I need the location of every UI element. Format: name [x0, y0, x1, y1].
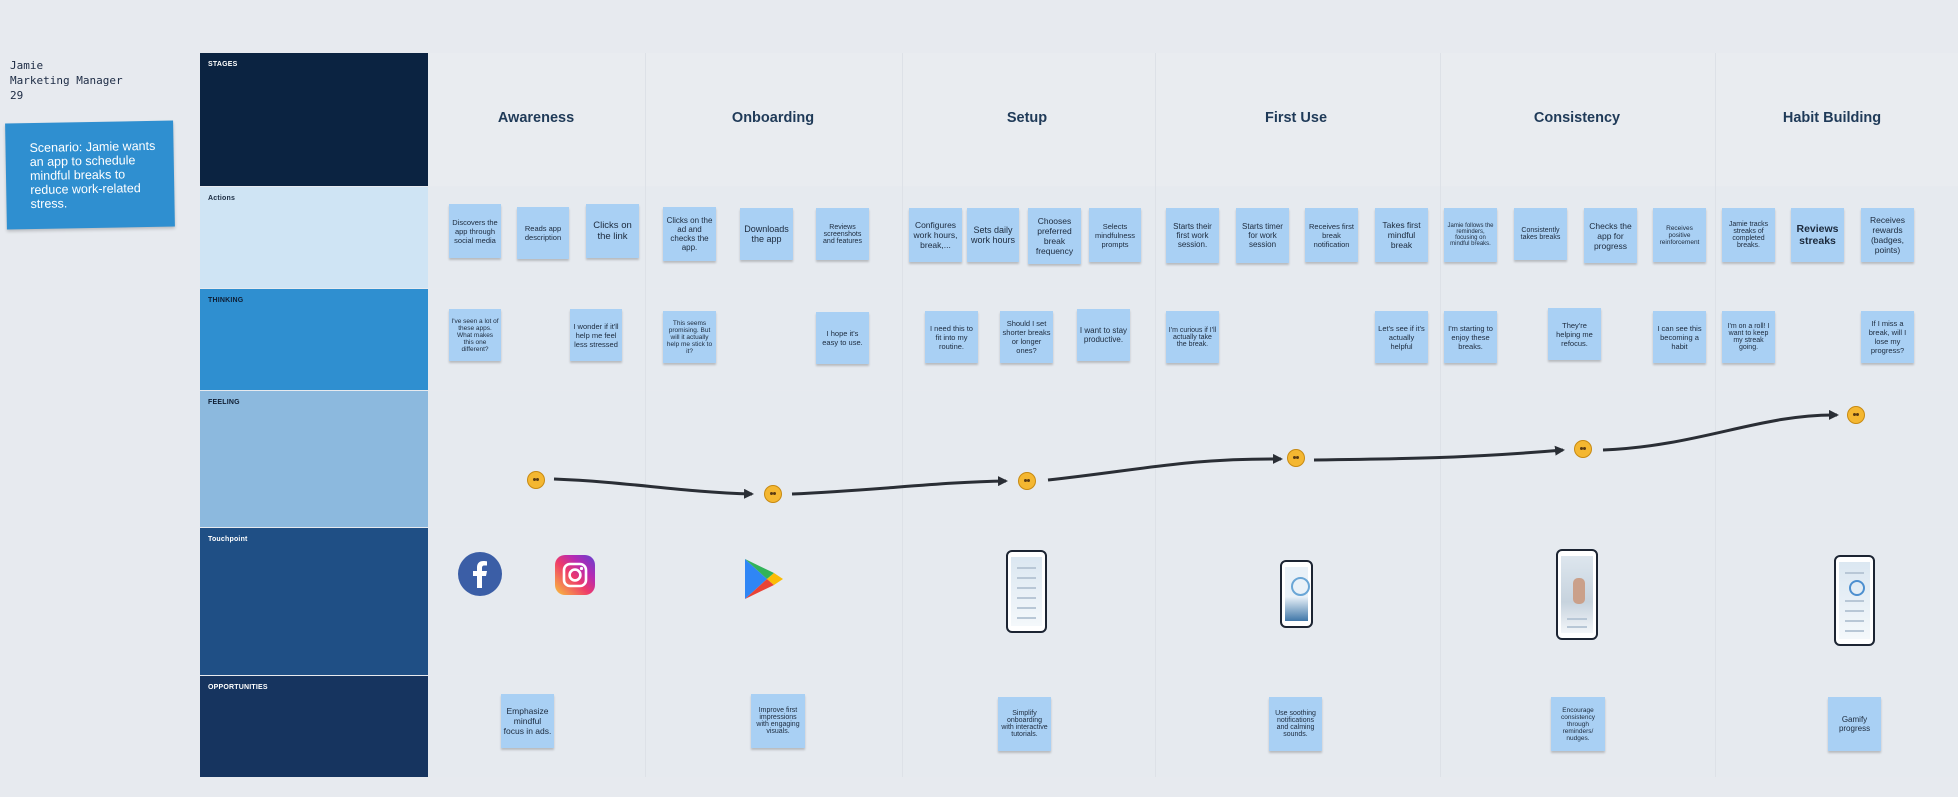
action-sticky[interactable]: Sets daily work hours	[967, 208, 1019, 262]
thought-sticky[interactable]: I'm curious if I'll actually take the br…	[1166, 311, 1219, 363]
action-sticky[interactable]: Takes first mindful break	[1375, 208, 1428, 262]
row-label-touchpoint: Touchpoint	[208, 536, 248, 543]
action-sticky[interactable]: Receives rewards (badges, points)	[1861, 208, 1914, 262]
column-divider	[1440, 53, 1441, 777]
column-divider	[902, 53, 903, 777]
scenario-text: Scenario: Jamie wants an app to schedule…	[29, 138, 156, 212]
monocle-face-emoji-icon	[1018, 472, 1036, 490]
phone-setup-screen-icon	[1006, 550, 1047, 633]
opportunity-sticky[interactable]: Use soothing notifications and calming s…	[1269, 697, 1322, 751]
opportunity-sticky[interactable]: Emphasize mindful focus in ads.	[501, 694, 554, 748]
stage-awareness: Awareness	[497, 110, 575, 126]
row-feeling: FEELING	[200, 391, 428, 527]
google-play-logo-icon	[743, 557, 785, 601]
phone-exercise-screen-icon	[1556, 549, 1598, 640]
thinking-face-emoji-icon	[527, 471, 545, 489]
opportunity-sticky[interactable]: Gamify progress	[1828, 697, 1881, 751]
lane-touchpoint	[428, 528, 1958, 675]
opportunity-sticky[interactable]: Simplify onboarding with interactive tut…	[998, 697, 1051, 751]
instagram-logo-icon	[555, 555, 595, 595]
row-label-actions: Actions	[208, 195, 236, 202]
stage-consistency: Consistency	[1533, 110, 1621, 126]
action-sticky[interactable]: Jamie follows the reminders, focusing on…	[1444, 208, 1497, 262]
smiling-face-emoji-icon	[1287, 449, 1305, 467]
hugging-face-emoji-icon	[1574, 440, 1592, 458]
action-sticky[interactable]: Selects mindfulness prompts	[1089, 208, 1141, 262]
action-sticky[interactable]: Chooses preferred break frequency	[1028, 208, 1081, 264]
action-sticky[interactable]: Reads app description	[517, 207, 569, 259]
relieved-face-emoji-icon	[1847, 406, 1865, 424]
column-divider	[645, 53, 646, 777]
persona-name: Jamie	[10, 59, 44, 72]
column-divider	[1715, 53, 1716, 777]
phone-progress-screen-icon	[1834, 555, 1875, 646]
thought-sticky[interactable]: Let's see if it's actually helpful	[1375, 311, 1428, 363]
thought-sticky[interactable]: I'm on a roll! I want to keep my streak …	[1722, 311, 1775, 363]
action-sticky[interactable]: Checks the app for progress	[1584, 208, 1637, 263]
row-actions: Actions	[200, 187, 428, 288]
action-sticky[interactable]: Receives positive reinforcement	[1653, 208, 1706, 262]
thought-sticky[interactable]: I can see this becoming a habit	[1653, 311, 1706, 363]
row-opportunities: OPPORTUNITIES	[200, 676, 428, 777]
action-sticky[interactable]: Discovers the app through social media	[449, 204, 501, 258]
action-sticky[interactable]: Clicks on the ad and checks the app.	[663, 207, 716, 261]
row-thinking: THINKING	[200, 289, 428, 390]
row-label-stages: STAGES	[208, 61, 238, 68]
persona-role: Marketing Manager	[10, 74, 123, 87]
lane-feeling	[428, 391, 1958, 527]
row-label-thinking: THINKING	[208, 297, 244, 304]
thought-sticky[interactable]: I wonder if it'll help me feel less stre…	[570, 309, 622, 361]
thought-sticky[interactable]: This seems promising. But will it actual…	[663, 311, 716, 363]
facebook-logo-icon	[458, 552, 502, 596]
action-sticky[interactable]: Receives first break notification	[1305, 208, 1358, 262]
stage-setup: Setup	[1006, 110, 1048, 126]
thought-sticky[interactable]: I've seen a lot of these apps. What make…	[449, 309, 501, 361]
thought-sticky[interactable]: They're helping me refocus.	[1548, 308, 1601, 360]
neutral-face-emoji-icon	[764, 485, 782, 503]
lane-stages	[428, 53, 1958, 186]
action-sticky[interactable]: Configures work hours, break,...	[909, 208, 962, 262]
lane-opportunities	[428, 676, 1958, 777]
row-touchpoint: Touchpoint	[200, 528, 428, 675]
action-sticky[interactable]: Consistently takes breaks	[1514, 208, 1567, 260]
phone-timer-screen-icon	[1280, 560, 1313, 628]
action-sticky[interactable]: Downloads the app	[740, 208, 793, 260]
thought-sticky[interactable]: Should I set shorter breaks or longer on…	[1000, 311, 1053, 363]
opportunity-sticky[interactable]: Improve first impressions with engaging …	[751, 694, 805, 748]
row-label-feeling: FEELING	[208, 399, 240, 406]
opportunity-sticky[interactable]: Encourage consistency through reminders/…	[1551, 697, 1605, 751]
stage-onboarding: Onboarding	[731, 110, 815, 126]
row-stages: STAGES	[200, 53, 428, 186]
action-sticky[interactable]: Reviews streaks	[1791, 208, 1844, 262]
thought-sticky[interactable]: I'm starting to enjoy these breaks.	[1444, 311, 1497, 363]
action-sticky[interactable]: Starts their first work session.	[1166, 208, 1219, 263]
stage-habit-building: Habit Building	[1782, 110, 1882, 126]
thought-sticky[interactable]: I want to stay productive.	[1077, 309, 1130, 361]
persona-card: Jamie Marketing Manager 29	[10, 58, 123, 103]
thought-sticky[interactable]: I need this to fit into my routine.	[925, 311, 978, 363]
scenario-note[interactable]: Scenario: Jamie wants an app to schedule…	[5, 120, 175, 230]
stage-first-use: First Use	[1264, 110, 1328, 126]
thought-sticky[interactable]: If I miss a break, will I lose my progre…	[1861, 311, 1914, 363]
action-sticky[interactable]: Jamie tracks streaks of completed breaks…	[1722, 208, 1775, 262]
row-label-opportunities: OPPORTUNITIES	[208, 684, 268, 691]
action-sticky[interactable]: Clicks on the link	[586, 204, 639, 258]
action-sticky[interactable]: Starts timer for work session	[1236, 208, 1289, 263]
column-divider	[1155, 53, 1156, 777]
thought-sticky[interactable]: I hope it's easy to use.	[816, 312, 869, 364]
action-sticky[interactable]: Reviews screenshots and features	[816, 208, 869, 260]
persona-age: 29	[10, 89, 24, 102]
